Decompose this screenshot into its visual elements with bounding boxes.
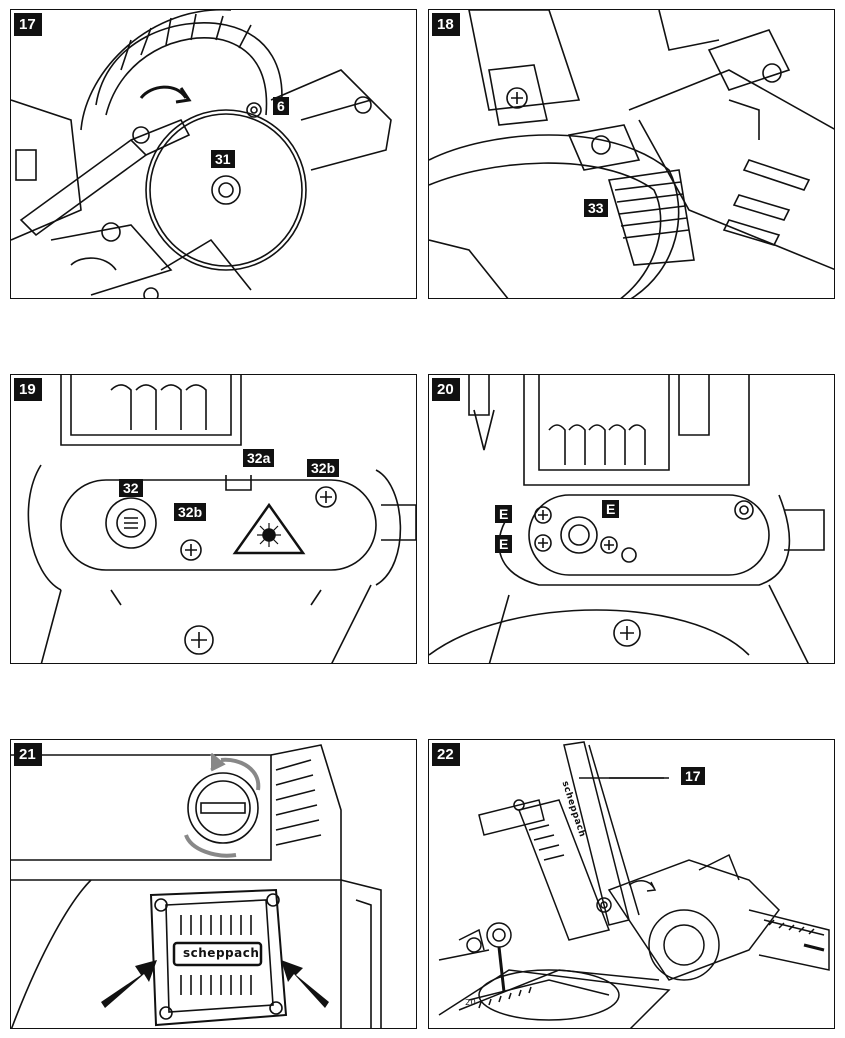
figure-19-panel: 19 — [10, 374, 417, 664]
callout-32b-center: 32b — [174, 503, 207, 521]
figure-20-panel: 20 E E E — [428, 374, 835, 664]
mitre-saw-overview-illustration — [438, 741, 830, 1028]
scale-mark: 20 — [465, 998, 477, 1007]
scheppach-logo: scheppach — [183, 946, 260, 960]
callout-32: 32 — [119, 479, 143, 497]
push-arrow-icon — [101, 960, 329, 1008]
figure-number: 22 — [432, 743, 460, 766]
callout-E-right: E — [602, 500, 620, 518]
figure-17-panel: 17 — [10, 9, 417, 299]
figure-number: 19 — [14, 378, 42, 401]
saw-blade-guard-illustration — [11, 10, 392, 298]
figure-18-panel: 18 33 — [428, 9, 835, 299]
laser-housing-illustration — [27, 375, 416, 663]
callout-E-bottom-left: E — [495, 535, 513, 553]
callout-17: 17 — [681, 767, 705, 785]
callout-33: 33 — [584, 199, 608, 217]
callout-32a: 32a — [243, 449, 275, 467]
figure-number: 18 — [432, 13, 460, 36]
motor-brush-cover-illustration — [11, 744, 382, 1028]
callout-31: 31 — [211, 150, 235, 168]
figure-number: 21 — [14, 743, 42, 766]
callout-32b-right: 32b — [307, 459, 340, 477]
figure-number: 17 — [14, 13, 42, 36]
callout-6: 6 — [273, 97, 289, 115]
callout-E-top-left: E — [495, 505, 513, 523]
table-lock-illustration — [429, 10, 834, 298]
figure-number: 20 — [432, 378, 460, 401]
laser-adjustment-illustration — [429, 375, 825, 663]
figure-22-panel: 22 — [428, 739, 835, 1029]
figure-21-panel: 21 s — [10, 739, 417, 1029]
